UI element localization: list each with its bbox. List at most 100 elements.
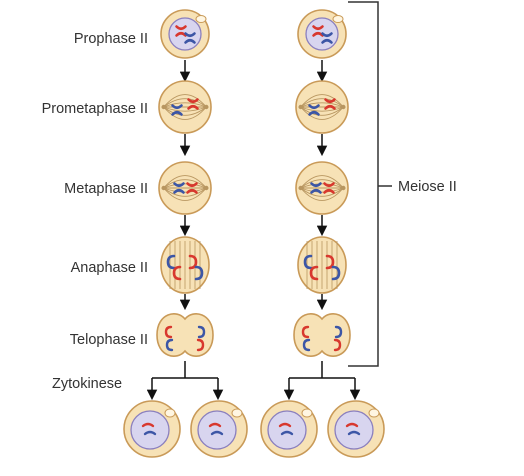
chromatid [321, 38, 333, 44]
centrosome [332, 15, 344, 23]
spindle-fiber [163, 106, 207, 116]
chromatid [347, 430, 361, 436]
cell-prometaphase [295, 80, 349, 134]
cell-membrane [293, 313, 351, 357]
chromatid [321, 32, 333, 38]
centrosome [161, 104, 166, 110]
chromatid [143, 430, 157, 436]
centrosome [301, 408, 313, 418]
chromatid [278, 422, 292, 428]
chromatid [308, 104, 320, 110]
centrosome [161, 185, 166, 191]
chromatid [173, 182, 185, 188]
nucleus [130, 410, 170, 450]
spindle-fiber [163, 187, 207, 193]
spindle-fiber [163, 106, 207, 120]
nucleus [197, 410, 237, 450]
cell-telophase [156, 313, 214, 357]
chromatid [280, 430, 294, 436]
chromatid [187, 104, 199, 110]
chromatid [186, 182, 198, 188]
cell-telophase [293, 313, 351, 357]
spindle-fiber [300, 106, 344, 120]
cell-prophase [160, 9, 210, 59]
spindle-fiber [163, 94, 207, 108]
chromatid [184, 38, 196, 44]
label-zytokinese: Zytokinese [52, 376, 122, 392]
chromatid [175, 25, 187, 31]
spindle-fiber [163, 187, 207, 201]
centrosome [204, 104, 209, 110]
cell-metaphase [158, 161, 212, 215]
chromatid [312, 31, 324, 37]
spindle-fiber [163, 187, 207, 197]
cell-anaphase [160, 236, 210, 294]
spindle-fiber [300, 187, 344, 201]
label-prometaphase-ii: Prometaphase II [42, 101, 148, 117]
spindle-fiber [163, 179, 207, 189]
chromatid [172, 265, 182, 281]
daughter-cell [190, 400, 248, 458]
spindle-fiber [163, 98, 207, 108]
spindle-fiber [300, 187, 344, 197]
spindle-fiber [163, 106, 207, 112]
nucleus [334, 410, 374, 450]
chromatid [324, 104, 336, 110]
chromatid [208, 422, 222, 428]
meiose-ii-bracket [348, 1, 379, 367]
chromatid [301, 325, 310, 339]
chromatid [324, 98, 336, 104]
chromatid [334, 325, 343, 339]
label-prophase-ii: Prophase II [74, 31, 148, 47]
chromatid [171, 104, 183, 110]
chromatid [194, 265, 204, 281]
chromatid [184, 32, 196, 38]
spindle-fiber [300, 183, 344, 189]
cell-prophase [297, 9, 347, 59]
chromatid [331, 265, 341, 281]
chromatid [187, 98, 199, 104]
chromatid [173, 188, 185, 194]
chromatid [166, 254, 176, 270]
centrosome [341, 104, 346, 110]
chromatid [325, 254, 335, 270]
spindle-fiber [163, 175, 207, 189]
chromatid [309, 265, 319, 281]
chromatid [165, 338, 174, 352]
cell-prometaphase [158, 80, 212, 134]
centrosome [298, 104, 303, 110]
chromatid [312, 25, 324, 31]
chromatid [302, 338, 311, 352]
spindle-fiber [300, 102, 344, 108]
chromatid [164, 325, 173, 339]
chromatid [323, 188, 335, 194]
spindle-fiber [163, 102, 207, 108]
spindle-fiber [300, 94, 344, 108]
spindle-fiber [300, 106, 344, 116]
label-meiose-ii: Meiose II [398, 179, 457, 195]
centrosome [368, 408, 380, 418]
label-telophase-ii: Telophase II [70, 332, 148, 348]
chromatid [345, 422, 359, 428]
chromatid [186, 188, 198, 194]
chromatid [303, 254, 313, 270]
chromatid [196, 338, 205, 352]
centrosome [298, 185, 303, 191]
daughter-cell [327, 400, 385, 458]
centrosome [341, 185, 346, 191]
centrosome [164, 408, 176, 418]
chromatid [310, 188, 322, 194]
chromatid [175, 31, 187, 37]
nucleus [267, 410, 307, 450]
chromatid [210, 430, 224, 436]
daughter-cell [260, 400, 318, 458]
centrosome [231, 408, 243, 418]
chromatid [188, 254, 198, 270]
label-metaphase-ii: Metaphase II [64, 181, 148, 197]
chromatid [308, 110, 320, 116]
label-anaphase-ii: Anaphase II [71, 260, 148, 276]
centrosome [204, 185, 209, 191]
spindle-fiber [300, 187, 344, 193]
spindle-fiber [300, 98, 344, 108]
